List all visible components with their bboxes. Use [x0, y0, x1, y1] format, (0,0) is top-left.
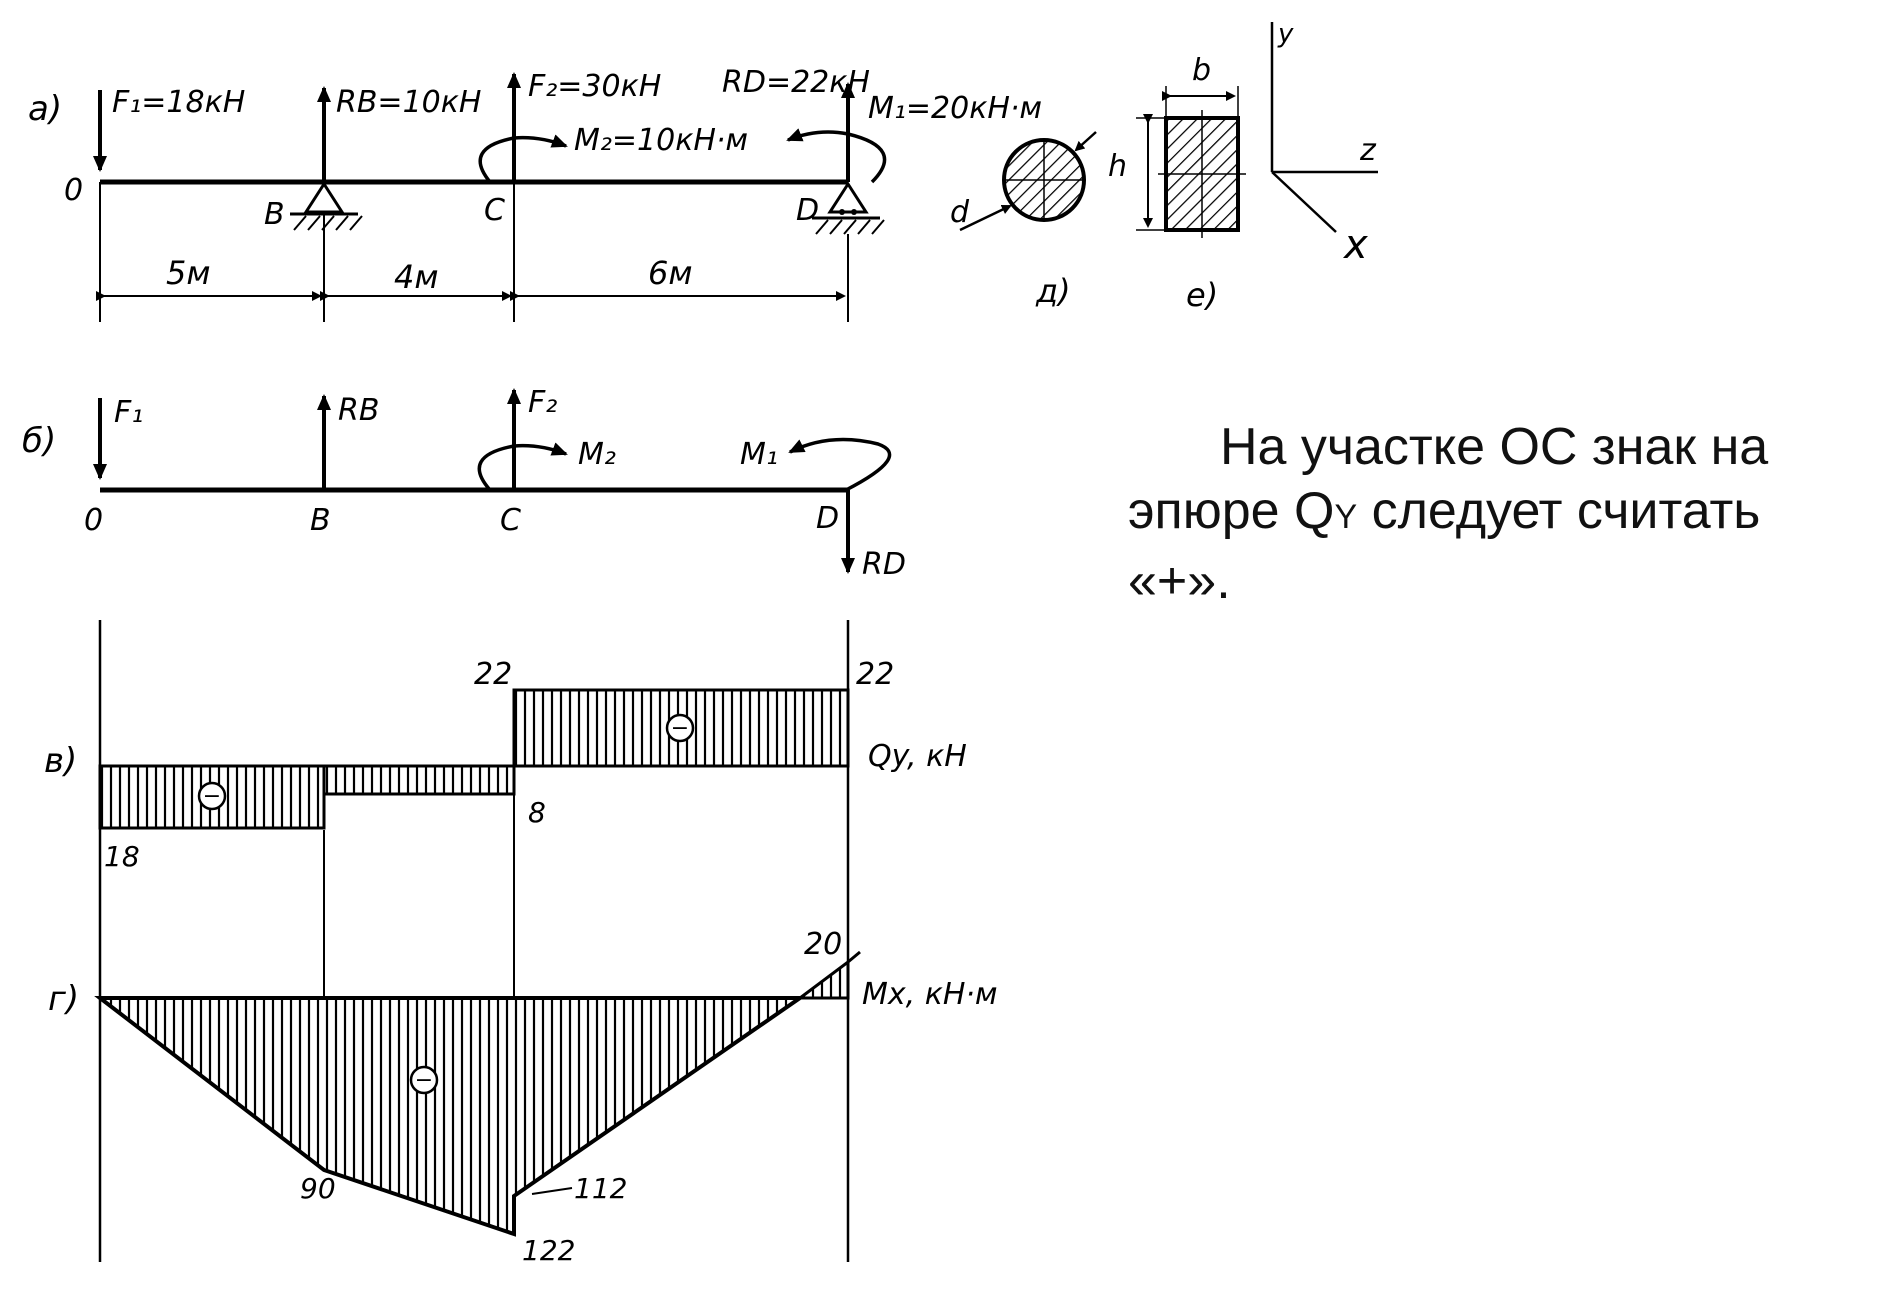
mx-sign: [409, 1065, 439, 1095]
reaction-rd-label: RD=22кН: [722, 65, 870, 100]
qy-segment-bc: [322, 764, 516, 796]
panel-d-label: д): [1035, 272, 1071, 310]
note-line-3: «+».: [1128, 552, 1231, 610]
point-o-label: 0: [64, 173, 83, 208]
qy-value-18: 18: [104, 840, 140, 873]
note-line-2-sub: Y: [1334, 498, 1358, 536]
note-line-2a: эпюре Q: [1128, 482, 1335, 540]
free-point-c: C: [500, 503, 521, 538]
mx-negative-region: [94, 996, 807, 1237]
panel-a-label: а): [28, 89, 62, 129]
support-d: [812, 181, 885, 235]
reaction-rb-label: RB=10кН: [336, 85, 481, 120]
qy-axis-label: Qy, кН: [868, 739, 967, 774]
mx-diagram: г) − 90 122 112 20 Mx, кН·м: [48, 927, 998, 1267]
note-line-2b: следует считать: [1357, 482, 1761, 540]
mx-value-90: 90: [300, 1172, 336, 1205]
free-rd-label: RD: [862, 547, 906, 582]
free-f1-label: F₁: [114, 395, 143, 430]
point-b-label: B: [264, 197, 285, 232]
panel-v-label: в): [44, 741, 77, 781]
dimensions: [96, 182, 849, 322]
force-f1-label: F₁=18кН: [112, 85, 245, 120]
free-m1-arrow: [788, 437, 892, 492]
width-b-label: b: [1192, 53, 1211, 88]
moment-m1-arrow: [786, 128, 887, 184]
free-point-d: D: [816, 501, 839, 536]
axis-z-label: z: [1359, 133, 1377, 168]
qy-value-8: 8: [528, 796, 546, 829]
panel-a: а) F₁=18кН RB=10кН F₂=30кН M₂=10кН·м RD=…: [28, 65, 1042, 322]
panel-b-label: б): [22, 421, 56, 461]
section-rect: b h е): [1108, 53, 1246, 314]
free-f2-label: F₂: [528, 385, 557, 420]
diameter-label: d: [950, 195, 970, 230]
qy-value-22-right: 22: [856, 657, 894, 692]
moment-m2-arrow: [478, 134, 568, 184]
free-point-b: B: [310, 503, 331, 538]
free-rb-label: RB: [338, 393, 379, 428]
height-h-label: h: [1108, 149, 1127, 184]
qy-value-22-left: 22: [474, 657, 512, 692]
free-m2-label: M₂: [578, 437, 616, 472]
moment-m2-label: M₂=10кН·м: [574, 123, 748, 158]
force-f2-label: F₂=30кН: [528, 69, 661, 104]
free-m1-label: M₁: [740, 437, 778, 472]
qy-sign-1-text: −: [203, 784, 221, 809]
section-circle: d д): [950, 131, 1097, 310]
mx-value-112: 112: [574, 1172, 627, 1205]
qy-sign-2: [665, 713, 695, 743]
point-c-label: C: [484, 193, 505, 228]
mx-positive-region: [795, 959, 850, 1000]
axis-y-label: y: [1277, 19, 1294, 49]
span-3-label: 6м: [648, 254, 693, 292]
mx-sign-text: −: [415, 1068, 433, 1093]
note-line-2: эпюре QY следует считать: [1128, 479, 1868, 549]
point-d-label: D: [796, 193, 819, 228]
panel-b: б) F₁ RB F₂ M₂ M₁ RD 0 B C D: [22, 385, 906, 582]
span-1-label: 5м: [166, 254, 211, 292]
axis-x-label: x: [1342, 222, 1368, 268]
free-m2-arrow: [477, 442, 568, 492]
explanation-text: На участке ОС знак на эпюре QY следует с…: [1128, 415, 1868, 613]
mx-axis-label: Mx, кН·м: [862, 977, 998, 1012]
qy-diagram: в) − − 18 8 22 22 Qy, кН: [44, 657, 967, 873]
support-b: [290, 181, 363, 231]
qy-sign-2-text: −: [671, 716, 689, 741]
axes: y z x: [1270, 19, 1378, 268]
mx-value-20: 20: [804, 927, 842, 962]
panel-g-label: г): [48, 979, 79, 1019]
mx-value-122: 122: [522, 1234, 575, 1267]
qy-sign-1: [197, 781, 227, 811]
free-point-o: 0: [84, 503, 103, 538]
moment-m1-label: M₁=20кН·м: [868, 91, 1042, 126]
span-2-label: 4м: [394, 258, 439, 296]
panel-e-label: е): [1186, 276, 1218, 314]
note-line-1: На участке ОС знак на: [1220, 418, 1769, 476]
